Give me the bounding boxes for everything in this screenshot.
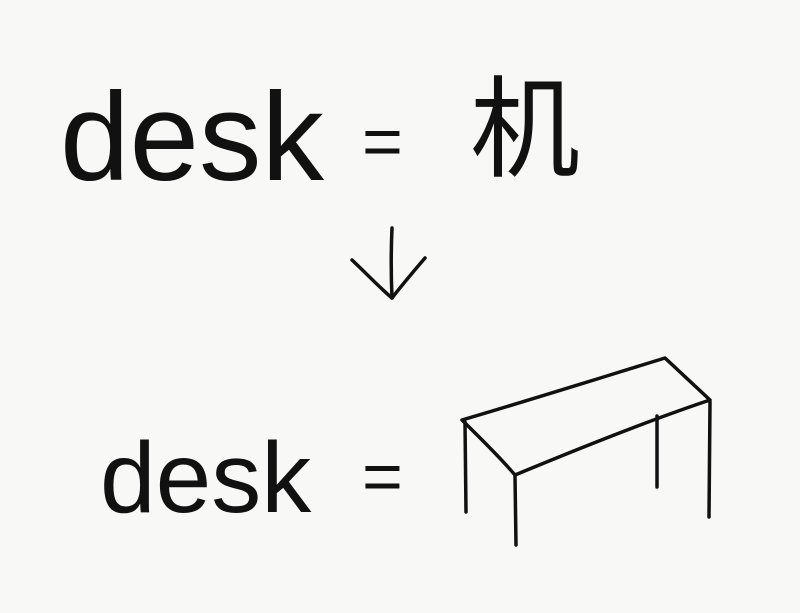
top-equals: = xyxy=(362,102,403,180)
top-translation: 机 xyxy=(470,69,580,192)
down-arrow-icon xyxy=(350,226,427,300)
bottom-word: desk xyxy=(100,422,312,534)
desk-drawing xyxy=(460,356,712,547)
bottom-equals: = xyxy=(362,437,403,515)
top-word: desk xyxy=(60,68,325,207)
